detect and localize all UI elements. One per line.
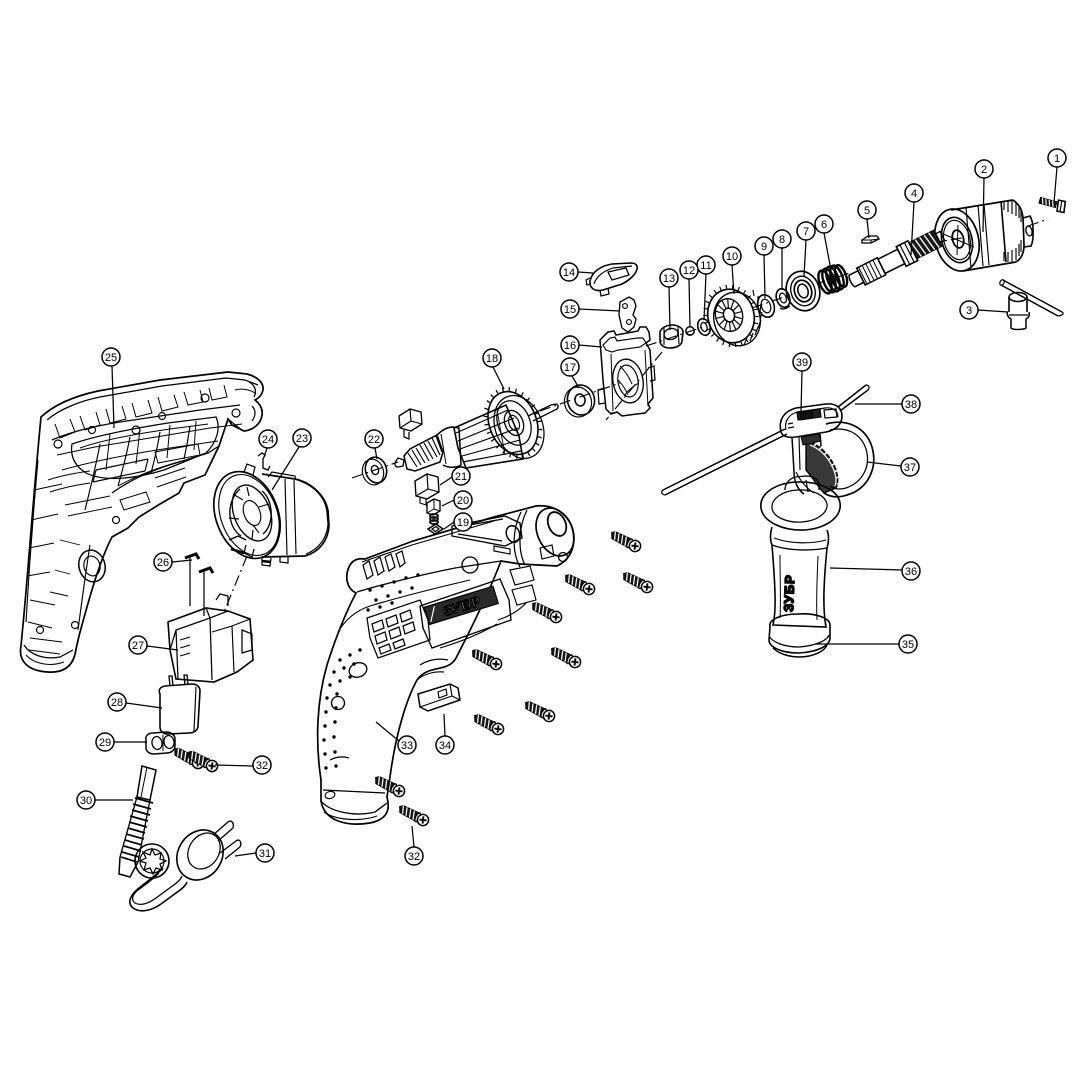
svg-text:35: 35 [902, 639, 914, 651]
svg-text:3: 3 [966, 305, 972, 317]
svg-text:18: 18 [486, 353, 498, 365]
svg-text:4: 4 [911, 188, 917, 200]
svg-text:30: 30 [80, 795, 92, 807]
svg-text:6: 6 [821, 219, 827, 231]
svg-text:19: 19 [457, 517, 469, 529]
svg-text:33: 33 [401, 740, 413, 752]
svg-text:27: 27 [132, 640, 144, 652]
svg-text:1: 1 [1054, 153, 1060, 165]
svg-text:17: 17 [564, 362, 576, 374]
svg-text:9: 9 [761, 241, 767, 253]
svg-text:24: 24 [262, 434, 274, 446]
svg-text:11: 11 [700, 260, 711, 272]
svg-text:22: 22 [368, 434, 380, 446]
svg-text:38: 38 [905, 399, 917, 411]
svg-text:32: 32 [256, 760, 268, 772]
svg-text:13: 13 [663, 273, 675, 285]
svg-text:5: 5 [864, 205, 870, 217]
svg-text:32: 32 [408, 851, 420, 863]
svg-text:26: 26 [157, 557, 169, 569]
svg-text:14: 14 [563, 267, 575, 279]
svg-text:28: 28 [111, 697, 123, 709]
svg-text:10: 10 [726, 251, 738, 263]
svg-text:36: 36 [905, 566, 917, 578]
svg-text:25: 25 [105, 352, 117, 364]
svg-text:29: 29 [99, 737, 111, 749]
svg-text:2: 2 [981, 164, 987, 176]
svg-text:39: 39 [796, 357, 808, 369]
svg-text:20: 20 [457, 495, 469, 507]
svg-text:34: 34 [439, 740, 451, 752]
svg-text:31: 31 [259, 848, 271, 860]
svg-text:ЗУБР: ЗУБР [781, 574, 797, 612]
svg-text:7: 7 [803, 226, 809, 238]
svg-text:12: 12 [683, 265, 695, 277]
svg-text:16: 16 [564, 340, 576, 352]
svg-text:37: 37 [904, 462, 916, 474]
svg-text:21: 21 [455, 471, 467, 483]
svg-text:15: 15 [564, 304, 576, 316]
svg-text:23: 23 [296, 433, 308, 445]
svg-text:8: 8 [779, 234, 785, 246]
